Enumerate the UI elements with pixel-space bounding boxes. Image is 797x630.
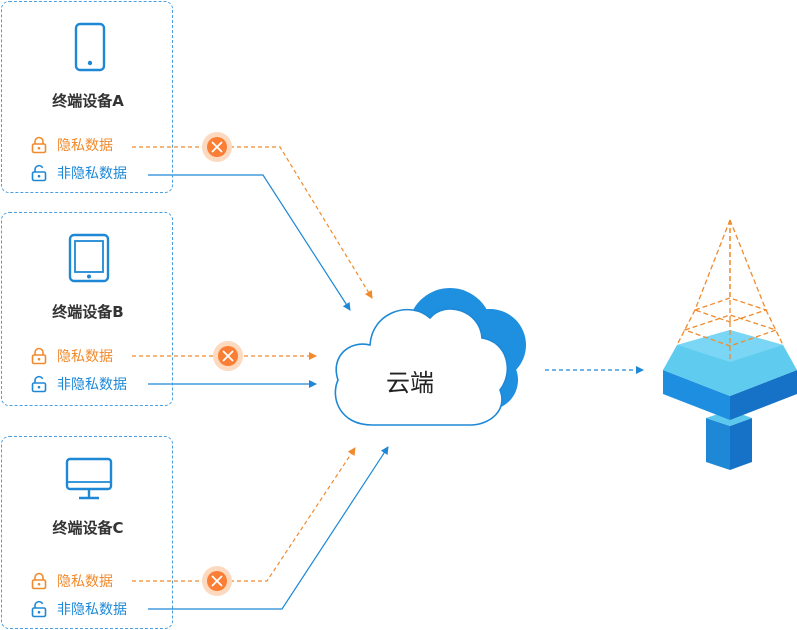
lock-icon	[31, 136, 47, 154]
device-name: 终端设备C	[52, 519, 124, 537]
device-card-b: 终端设备B 隐私数据 非隐私数据	[1, 212, 173, 406]
phone-icon	[74, 22, 106, 72]
public-flow-a	[148, 174, 351, 311]
cloud-label: 云端	[386, 369, 434, 397]
device-name: 终端设备B	[52, 303, 124, 321]
blocked-icon	[202, 132, 232, 162]
tablet-icon	[68, 233, 110, 283]
cloud-icon	[334, 288, 526, 426]
public-data-label: 非隐私数据	[57, 377, 127, 393]
device-name: 终端设备A	[52, 92, 124, 110]
private-flow-c	[132, 447, 356, 582]
private-data-label: 隐私数据	[57, 349, 113, 365]
private-data-row: 隐私数据	[30, 135, 113, 155]
private-data-label: 隐私数据	[57, 138, 113, 154]
public-data-label: 非隐私数据	[57, 602, 127, 618]
model-funnel-icon	[663, 219, 797, 470]
monitor-icon	[65, 457, 113, 500]
unlock-icon	[31, 600, 47, 618]
public-data-row: 非隐私数据	[30, 374, 127, 394]
private-data-row: 隐私数据	[30, 346, 113, 366]
private-data-row: 隐私数据	[30, 571, 113, 591]
blocked-icon	[213, 341, 243, 371]
lock-icon	[31, 347, 47, 365]
private-data-label: 隐私数据	[57, 574, 113, 590]
unlock-icon	[31, 164, 47, 182]
blocked-icon	[202, 566, 232, 596]
unlock-icon	[31, 375, 47, 393]
device-card-a: 终端设备A 隐私数据 非隐私数据	[1, 1, 173, 193]
public-data-label: 非隐私数据	[57, 166, 127, 182]
public-data-row: 非隐私数据	[30, 599, 127, 619]
lock-icon	[31, 572, 47, 590]
private-flow-a	[132, 146, 373, 299]
device-card-c: 终端设备C 隐私数据 非隐私数据	[1, 436, 173, 629]
public-data-row: 非隐私数据	[30, 163, 127, 183]
public-flow-c	[148, 446, 389, 610]
